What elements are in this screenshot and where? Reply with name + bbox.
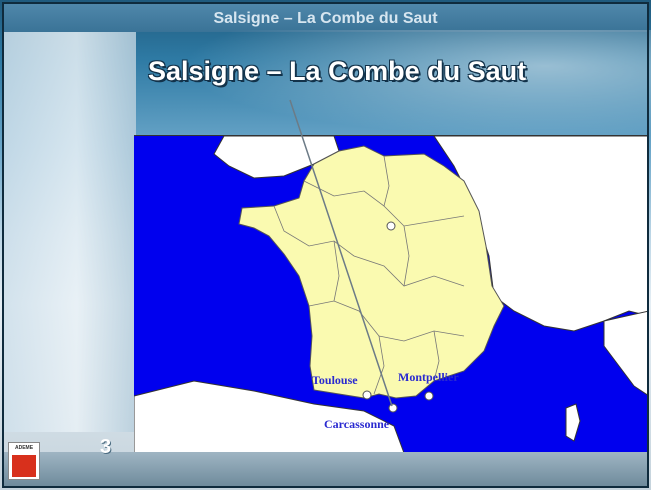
left-decor-strip [4, 32, 136, 432]
france-map: Toulouse Montpellier Carcassonne [134, 135, 649, 453]
slide-title: Salsigne – La Combe du Saut [148, 56, 527, 86]
france-land [238, 145, 505, 399]
header-band: Salsigne – La Combe du Saut [4, 4, 647, 32]
city-label-toulouse: Toulouse [312, 373, 358, 387]
toulouse-marker [362, 390, 372, 400]
city-label-carcassonne: Carcassonne [324, 417, 390, 431]
corsica-land [565, 403, 581, 442]
paris-marker [386, 221, 396, 231]
ademe-logo-mark [12, 455, 36, 477]
bottom-band [4, 452, 647, 486]
carcassonne-marker [388, 403, 398, 413]
italy-land [603, 310, 649, 397]
spain-land [134, 380, 405, 453]
header-title: Salsigne – La Combe du Saut [213, 10, 438, 27]
page-number: 3 [100, 436, 112, 458]
map-svg: Toulouse Montpellier Carcassonne [134, 136, 649, 453]
ademe-logo: ADEME [8, 442, 40, 480]
ademe-logo-text: ADEME [14, 445, 34, 451]
sky-background [120, 30, 651, 150]
city-label-montpellier: Montpellier [398, 370, 459, 384]
montpellier-marker [424, 391, 434, 401]
